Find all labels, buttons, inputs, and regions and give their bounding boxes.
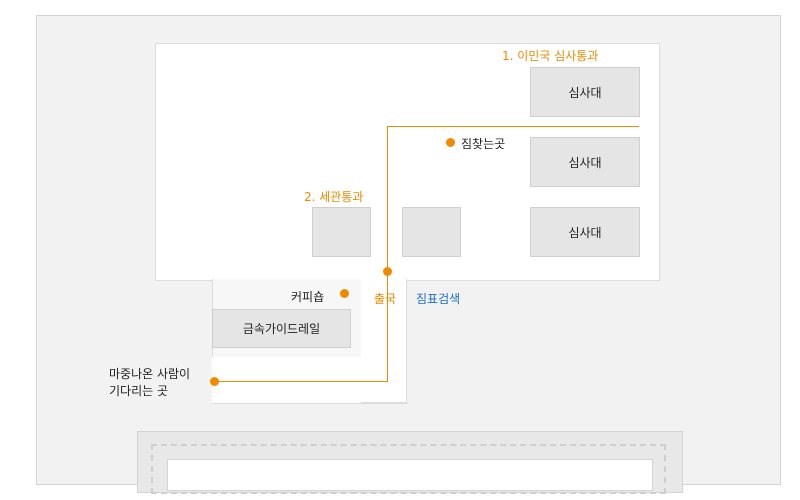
exit-label: 출국 — [374, 292, 397, 306]
lower-area-dashed-border — [151, 444, 666, 494]
ticket-check-label: 짐표검색 — [416, 292, 461, 306]
baggage-claim-marker — [446, 138, 455, 147]
greeting-area-label-line2: 기다리는 곳 — [109, 384, 169, 398]
greeting-corridor — [212, 357, 407, 403]
greeting-area-marker — [210, 377, 219, 386]
customs-counter-2 — [402, 207, 461, 257]
metal-guide-rail: 금속가이드레일 — [212, 309, 351, 348]
baggage-claim-label: 짐찾는곳 — [461, 137, 506, 151]
inspection-booth-3: 심사대 — [530, 207, 640, 257]
greeting-corridor-border — [212, 357, 408, 404]
customs-counter-1 — [312, 207, 371, 257]
coffee-shop-marker — [340, 289, 349, 298]
route-line-bottom — [215, 381, 388, 382]
immigration-title: 1. 이민국 심사통과 — [502, 49, 599, 63]
inspection-booth-1: 심사대 — [530, 67, 640, 117]
inspection-booth-2: 심사대 — [530, 137, 640, 187]
route-line-vertical — [387, 126, 388, 382]
lower-area-inner — [167, 459, 653, 491]
greeting-area-label-line1: 마중나온 사람이 — [109, 367, 191, 381]
route-line-top — [387, 126, 639, 127]
exit-corridor-border — [361, 279, 407, 403]
coffee-shop-label: 커피숍 — [291, 290, 325, 304]
exit-marker — [383, 267, 392, 276]
customs-title: 2. 세관통과 — [304, 190, 364, 204]
